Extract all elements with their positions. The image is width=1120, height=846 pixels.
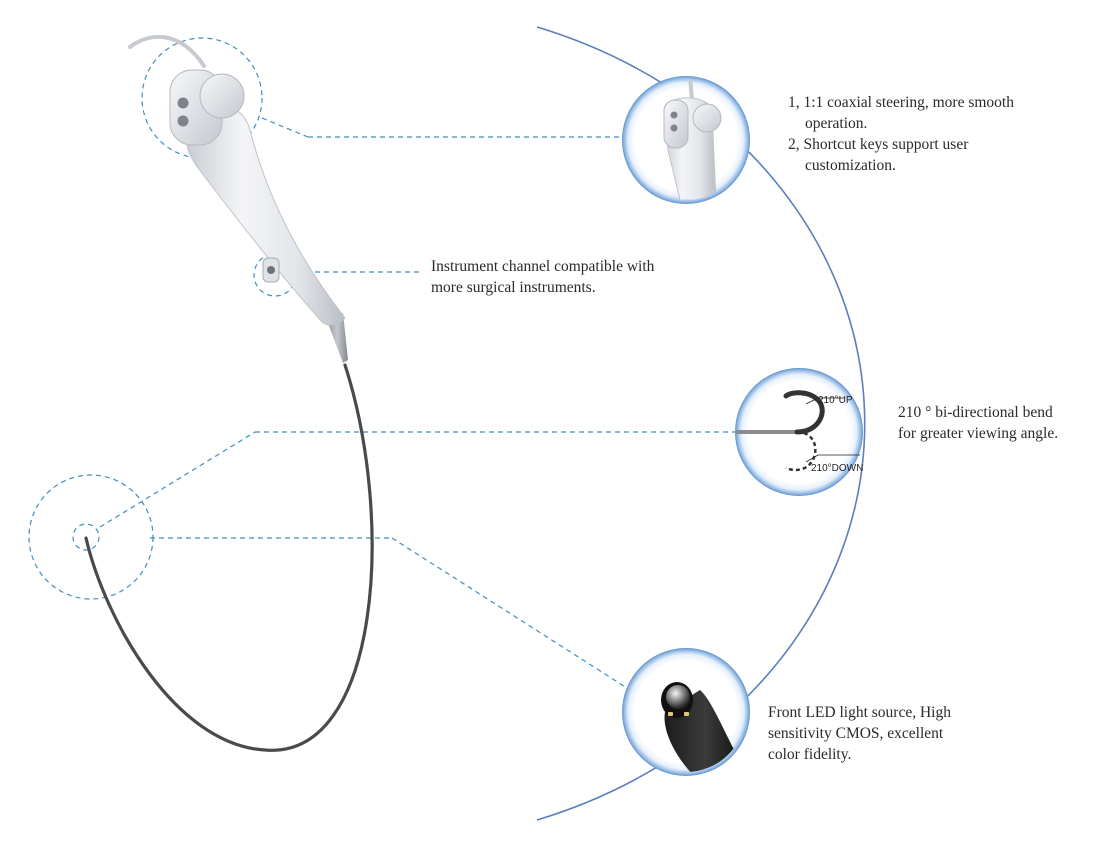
camera-feature-text: Front LED light source, High sensitivity…: [768, 702, 951, 765]
bend-down-curve: [785, 430, 817, 472]
bend-zoom-bubble: 210°UP 210°DOWN: [735, 368, 863, 496]
tip-dashed-circle-large: [28, 474, 154, 600]
shortcut-key-1: [177, 97, 189, 109]
camera-feature-line-2: sensitivity CMOS, excellent: [768, 725, 944, 742]
handle-feature-text: 1, 1:1 coaxial steering, more smooth ope…: [788, 92, 1014, 176]
bend-down-label: 210°DOWN: [811, 463, 863, 474]
handle-zoom-bubble: [622, 76, 750, 204]
handle-feature-line-1: 1, 1:1 coaxial steering, more smooth: [788, 94, 1014, 111]
bend-up-label: 210°UP: [818, 395, 853, 406]
tip-dashed-circle-small: [72, 523, 100, 551]
camera-feature-line-3: color fidelity.: [768, 746, 852, 763]
camera-feature-line-1: Front LED light source, High: [768, 704, 951, 721]
handle-body: [186, 104, 346, 326]
leader-bend-a: [99, 431, 256, 528]
insertion-cable: [84, 363, 374, 752]
channel-feature-line-2: more surgical instruments.: [431, 279, 596, 296]
leader-handle: [261, 117, 309, 138]
bend-feature-line-1: 210 ° bi-directional bend: [898, 404, 1053, 421]
camera-zoom-bubble: [622, 648, 750, 776]
instrument-channel-port: [262, 257, 280, 283]
leader-camera-b: [391, 537, 631, 691]
handle-head: [169, 69, 245, 146]
channel-feature-text: Instrument channel compatible with more …: [431, 256, 654, 298]
channel-feature-line-1: Instrument channel compatible with: [431, 258, 655, 275]
handle-feature-line-2: operation.: [805, 115, 868, 132]
shortcut-key-2: [177, 115, 189, 127]
handle-feature-line-4: customization.: [805, 157, 896, 174]
bend-up-curve: [783, 390, 825, 435]
bend-feature-text: 210 ° bi-directional bend for greater vi…: [898, 402, 1058, 444]
top-cable: [128, 34, 206, 68]
bend-feature-line-2: for greater viewing angle.: [898, 425, 1059, 442]
handle-feature-line-3: 2, Shortcut keys support user: [788, 136, 969, 153]
leader-lines: [28, 37, 735, 691]
